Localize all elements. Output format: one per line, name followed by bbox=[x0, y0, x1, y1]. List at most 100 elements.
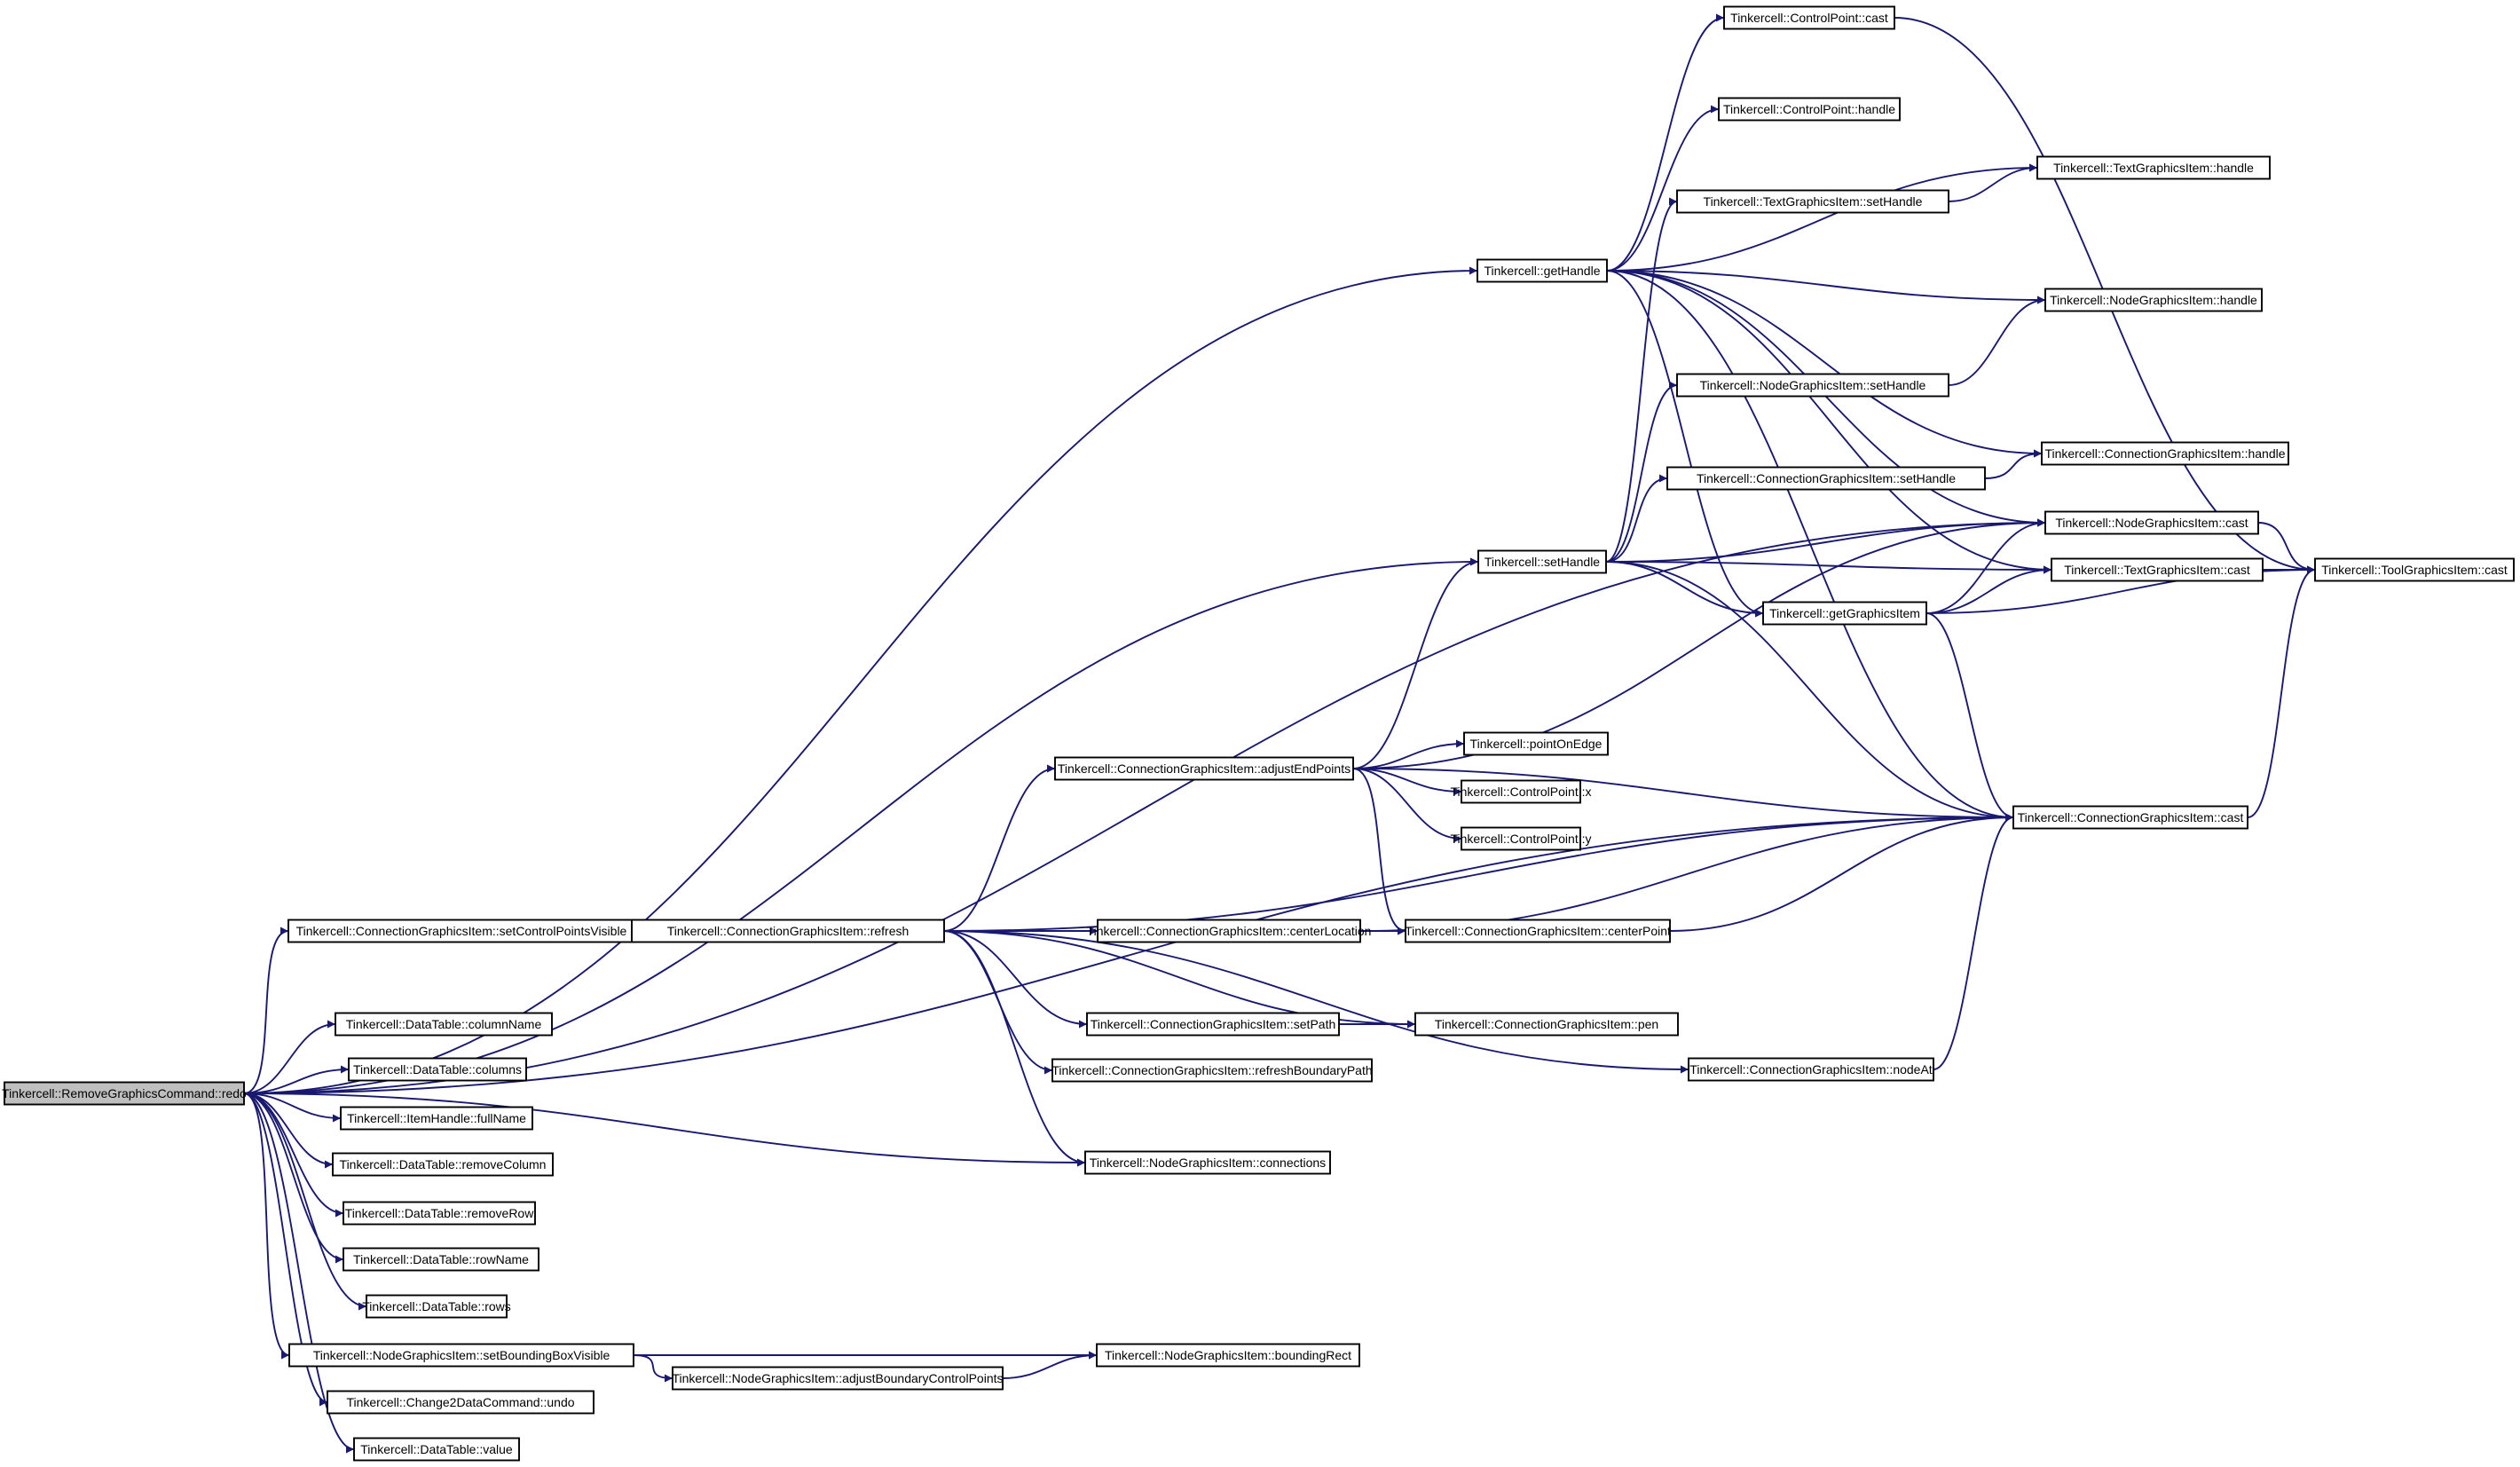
node-label: Tinkercell::ControlPoint::x bbox=[1451, 785, 1592, 799]
edge-getGraphicsItem-to-textCast bbox=[1925, 565, 2052, 614]
edge-refresh-to-adjustEndPoints bbox=[943, 764, 1056, 932]
node-refreshBoundaryPath[interactable]: Tinkercell::ConnectionGraphicsItem::refr… bbox=[1051, 1058, 1373, 1083]
node-label: Tinkercell::ControlPoint::cast bbox=[1730, 11, 1888, 25]
node-label: Tinkercell::ConnectionGraphicsItem::cent… bbox=[1405, 924, 1671, 938]
node-label: Tinkercell::ControlPoint::handle bbox=[1723, 102, 1895, 116]
node-label: Tinkercell::NodeGraphicsItem::cast bbox=[2055, 516, 2248, 530]
node-connections[interactable]: Tinkercell::NodeGraphicsItem::connection… bbox=[1084, 1150, 1331, 1175]
node-cpCast[interactable]: Tinkercell::ControlPoint::cast bbox=[1723, 5, 1895, 30]
node-rows[interactable]: Tinkercell::DataTable::rows bbox=[362, 1294, 511, 1319]
node-removeColumn[interactable]: Tinkercell::DataTable::removeColumn bbox=[332, 1152, 554, 1177]
edge-layer bbox=[243, 13, 2316, 1454]
node-nodeCast[interactable]: Tinkercell::NodeGraphicsItem::cast bbox=[2044, 510, 2259, 535]
node-cpx[interactable]: Tinkercell::ControlPoint::x bbox=[1451, 779, 1592, 804]
edge-redo-to-nodeCast bbox=[243, 518, 2046, 1094]
node-textSetHandle[interactable]: Tinkercell::TextGraphicsItem::setHandle bbox=[1676, 189, 1949, 214]
node-nodeAt[interactable]: Tinkercell::ConnectionGraphicsItem::node… bbox=[1688, 1057, 1934, 1082]
node-columns[interactable]: Tinkercell::DataTable::columns bbox=[348, 1057, 527, 1082]
node-fullName[interactable]: Tinkercell::ItemHandle::fullName bbox=[340, 1106, 533, 1131]
edge-centerPoint-to-connCast bbox=[1669, 813, 2014, 932]
node-setControlPointsVisible[interactable]: Tinkercell::ConnectionGraphicsItem::setC… bbox=[287, 919, 635, 943]
node-label: Tinkercell::TextGraphicsItem::handle bbox=[2053, 161, 2254, 175]
node-label: Tinkercell::NodeGraphicsItem::handle bbox=[2050, 293, 2257, 307]
node-connSetHandle[interactable]: Tinkercell::ConnectionGraphicsItem::setH… bbox=[1666, 466, 1986, 491]
node-boundingRect[interactable]: Tinkercell::NodeGraphicsItem::boundingRe… bbox=[1096, 1343, 1360, 1368]
node-pen[interactable]: Tinkercell::ConnectionGraphicsItem::pen bbox=[1414, 1012, 1679, 1037]
node-label: Tinkercell::DataTable::columnName bbox=[346, 1017, 542, 1031]
node-getHandle[interactable]: Tinkercell::getHandle bbox=[1477, 258, 1608, 283]
node-textCast[interactable]: Tinkercell::TextGraphicsItem::cast bbox=[2051, 557, 2264, 582]
edge-setHandle-to-nodeSetHandle bbox=[1605, 381, 1678, 563]
node-textHandle[interactable]: Tinkercell::TextGraphicsItem::handle bbox=[2036, 155, 2271, 180]
node-box bbox=[288, 1343, 634, 1368]
edge-adjustEndPoints-to-centerPoint bbox=[1352, 768, 1406, 935]
node-label: Tinkercell::DataTable::value bbox=[360, 1442, 513, 1456]
edge-setHandle-to-getGraphicsItem bbox=[1605, 561, 1764, 618]
node-box bbox=[1718, 97, 1901, 122]
edge-setHandle-to-nodeCast bbox=[1605, 518, 2046, 563]
node-box bbox=[1405, 919, 1671, 943]
node-box bbox=[340, 1106, 533, 1131]
edge-getHandle-to-connHandle bbox=[1606, 270, 2043, 458]
edge-getHandle-to-cpHandle bbox=[1606, 105, 1720, 272]
node-removeRow[interactable]: Tinkercell::DataTable::removeRow bbox=[343, 1201, 536, 1226]
node-undo[interactable]: Tinkercell::Change2DataCommand::undo bbox=[327, 1390, 595, 1415]
node-box bbox=[1676, 189, 1949, 214]
node-rowName[interactable]: Tinkercell::DataTable::rowName bbox=[343, 1247, 539, 1272]
node-box bbox=[327, 1390, 595, 1415]
node-adjustEndPoints[interactable]: Tinkercell::ConnectionGraphicsItem::adju… bbox=[1054, 756, 1354, 781]
node-label: Tinkercell::ConnectionGraphicsItem::cast bbox=[2018, 810, 2244, 824]
node-box bbox=[2314, 557, 2515, 582]
edge-redo-to-undo bbox=[243, 1092, 328, 1407]
node-label: Tinkercell::ConnectionGraphicsItem::refr… bbox=[667, 924, 910, 938]
node-cpy[interactable]: Tinkercell::ControlPoint::y bbox=[1451, 826, 1592, 851]
edge-redo-to-rows bbox=[243, 1092, 367, 1311]
edge-redo-to-rowName bbox=[243, 1092, 344, 1264]
node-setHandle[interactable]: Tinkercell::setHandle bbox=[1477, 549, 1607, 574]
node-centerLocation[interactable]: Tinkercell::ConnectionGraphicsItem::cent… bbox=[1087, 919, 1372, 943]
node-connCast[interactable]: Tinkercell::ConnectionGraphicsItem::cast bbox=[2012, 805, 2248, 830]
node-label: Tinkercell::getGraphicsItem bbox=[1769, 606, 1920, 620]
node-label: Tinkercell::ConnectionGraphicsItem::refr… bbox=[1051, 1063, 1372, 1077]
node-label: Tinkercell::DataTable::removeColumn bbox=[340, 1157, 547, 1171]
node-refresh[interactable]: Tinkercell::ConnectionGraphicsItem::refr… bbox=[631, 919, 945, 943]
node-box bbox=[2044, 288, 2263, 312]
node-box bbox=[1086, 1012, 1340, 1037]
edge-refresh-to-connections bbox=[943, 930, 1086, 1167]
node-getGraphicsItem[interactable]: Tinkercell::getGraphicsItem bbox=[1762, 601, 1927, 626]
node-cpHandle[interactable]: Tinkercell::ControlPoint::handle bbox=[1718, 97, 1901, 122]
node-setPath[interactable]: Tinkercell::ConnectionGraphicsItem::setP… bbox=[1086, 1012, 1340, 1037]
node-redo[interactable]: Tinkercell::RemoveGraphicsCommand::redo bbox=[2, 1081, 247, 1106]
node-toolCast[interactable]: Tinkercell::ToolGraphicsItem::cast bbox=[2314, 557, 2515, 582]
node-centerPoint[interactable]: Tinkercell::ConnectionGraphicsItem::cent… bbox=[1405, 919, 1671, 943]
node-box bbox=[353, 1437, 520, 1462]
edge-nodeCast-to-toolCast bbox=[2257, 522, 2316, 574]
node-box bbox=[348, 1057, 527, 1082]
edge-nodeAt-to-connCast bbox=[1933, 813, 2014, 1070]
node-box bbox=[1051, 1058, 1373, 1083]
edge-getHandle-to-textCast bbox=[1606, 270, 2052, 574]
edge-redo-to-getHandle bbox=[243, 266, 1478, 1094]
edge-redo-to-columns bbox=[243, 1065, 350, 1094]
node-box bbox=[1084, 1150, 1331, 1175]
node-value[interactable]: Tinkercell::DataTable::value bbox=[353, 1437, 520, 1462]
node-box bbox=[287, 919, 635, 943]
node-connHandle[interactable]: Tinkercell::ConnectionGraphicsItem::hand… bbox=[2041, 441, 2289, 466]
node-label: Tinkercell::ConnectionGraphicsItem::setP… bbox=[1091, 1017, 1336, 1031]
edge-getHandle-to-nodeHandle bbox=[1606, 270, 2046, 304]
node-pointOnEdge[interactable]: Tinkercell::pointOnEdge bbox=[1463, 731, 1609, 756]
node-nodeSetHandle[interactable]: Tinkercell::NodeGraphicsItem::setHandle bbox=[1676, 373, 1949, 398]
edge-textSetHandle-to-textHandle bbox=[1948, 163, 2038, 202]
node-setBoundingBoxVisible[interactable]: Tinkercell::NodeGraphicsItem::setBoundin… bbox=[288, 1343, 634, 1368]
node-label: Tinkercell::RemoveGraphicsCommand::redo bbox=[2, 1086, 247, 1100]
node-layer: Tinkercell::RemoveGraphicsCommand::redoT… bbox=[2, 5, 2515, 1462]
node-label: Tinkercell::pointOnEdge bbox=[1470, 737, 1603, 751]
node-adjustBoundaryControlPoints[interactable]: Tinkercell::NodeGraphicsItem::adjustBoun… bbox=[672, 1366, 1004, 1391]
node-box bbox=[1688, 1057, 1934, 1082]
node-columnName[interactable]: Tinkercell::DataTable::columnName bbox=[335, 1012, 553, 1037]
node-box bbox=[631, 919, 945, 943]
node-label: Tinkercell::DataTable::rows bbox=[362, 1299, 511, 1313]
node-nodeHandle[interactable]: Tinkercell::NodeGraphicsItem::handle bbox=[2044, 288, 2263, 312]
node-label: Tinkercell::NodeGraphicsItem::setBoundin… bbox=[313, 1348, 610, 1362]
node-box bbox=[1461, 779, 1581, 804]
